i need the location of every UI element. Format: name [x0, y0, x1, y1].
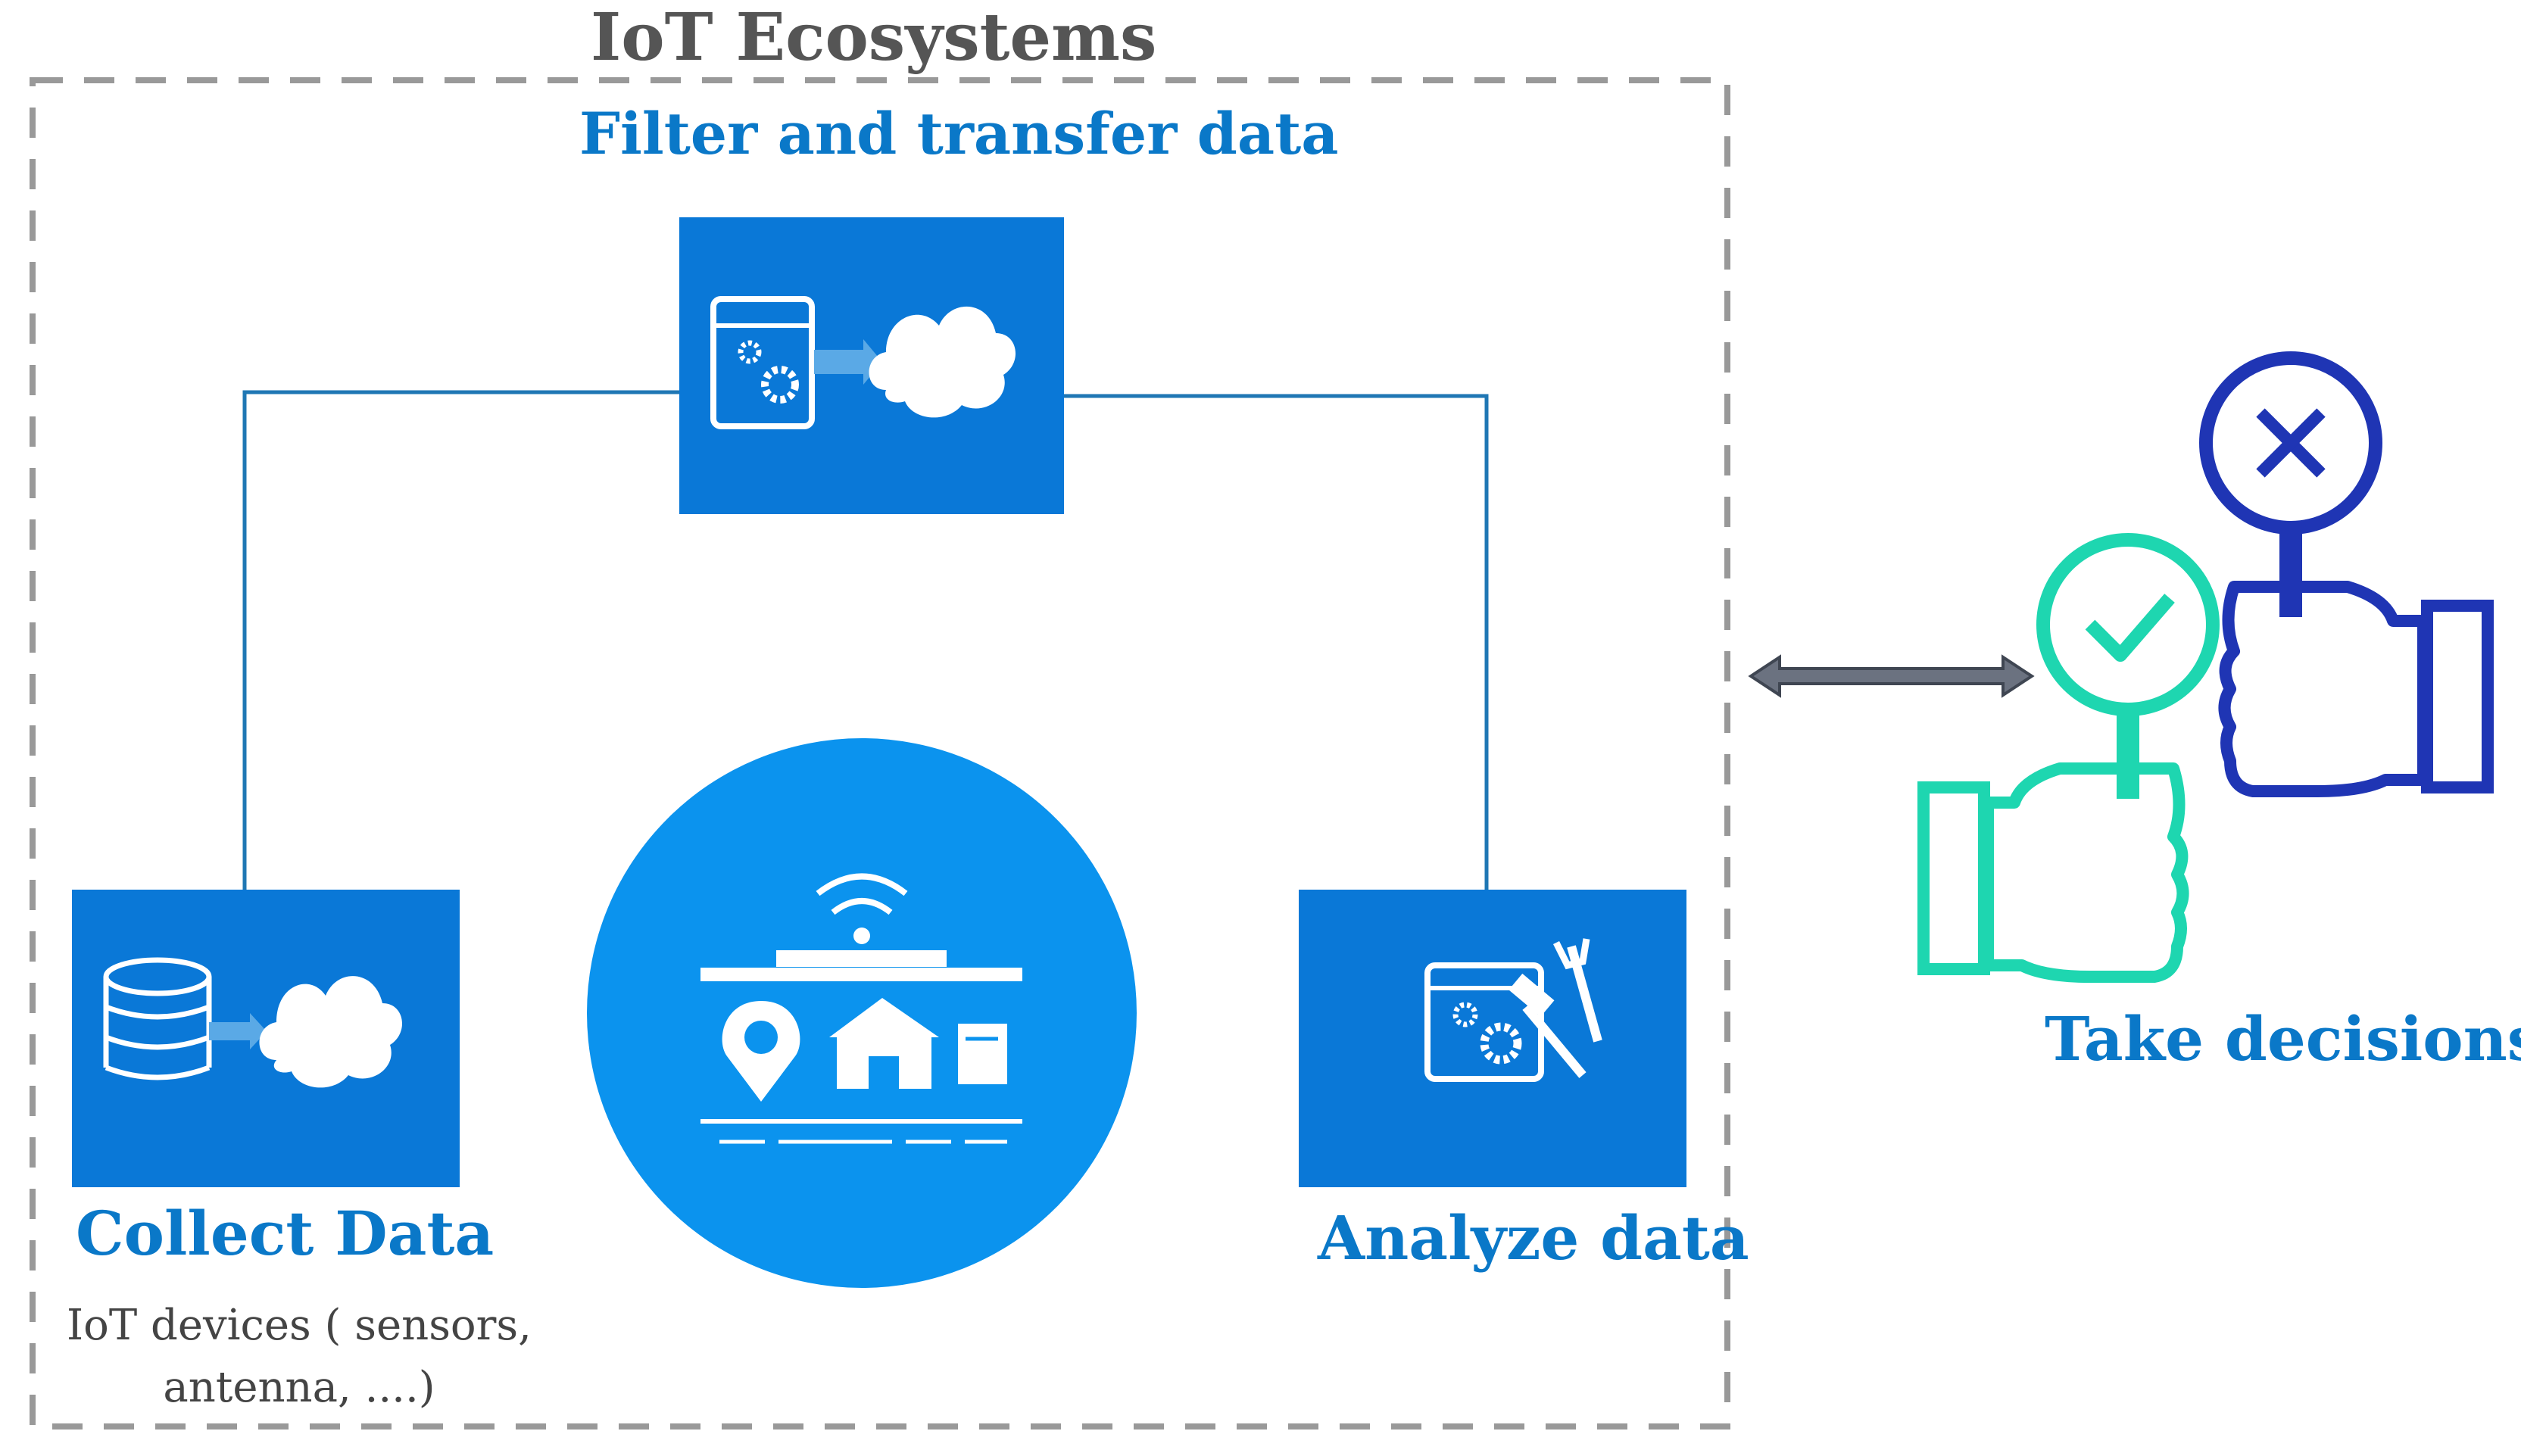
settings-to-cloud-icon [710, 296, 1016, 429]
iot-hub-circle [587, 738, 1137, 1288]
ecosystem-border [30, 77, 1730, 1429]
collect-note: IoT devices ( sensors, antenna, ....) [53, 1295, 545, 1419]
filter-label: Filter and transfer data [579, 100, 1339, 167]
decide-label: Take decisions [2045, 1003, 2521, 1074]
analyze-box [1299, 890, 1686, 1187]
collect-box [72, 890, 460, 1187]
analyze-label: Analyze data [1318, 1202, 1749, 1274]
connector-filter-analyze [1064, 394, 1489, 890]
connector-collect-filter [242, 390, 682, 890]
collect-note-line-2: antenna, ....) [163, 1363, 435, 1412]
iot-network-hub-icon [700, 873, 1022, 1144]
collect-label: Collect Data [76, 1198, 495, 1269]
filter-box [679, 217, 1064, 514]
collect-note-line-1: IoT devices ( sensors, [67, 1301, 532, 1350]
settings-tools-icon [1424, 938, 1602, 1082]
database-to-cloud-icon [103, 957, 403, 1088]
bidirectional-arrow [1748, 654, 2035, 698]
approve-reject-magnifier-icon [1917, 351, 2494, 983]
diagram-title: IoT Ecosystems [591, 0, 1157, 76]
